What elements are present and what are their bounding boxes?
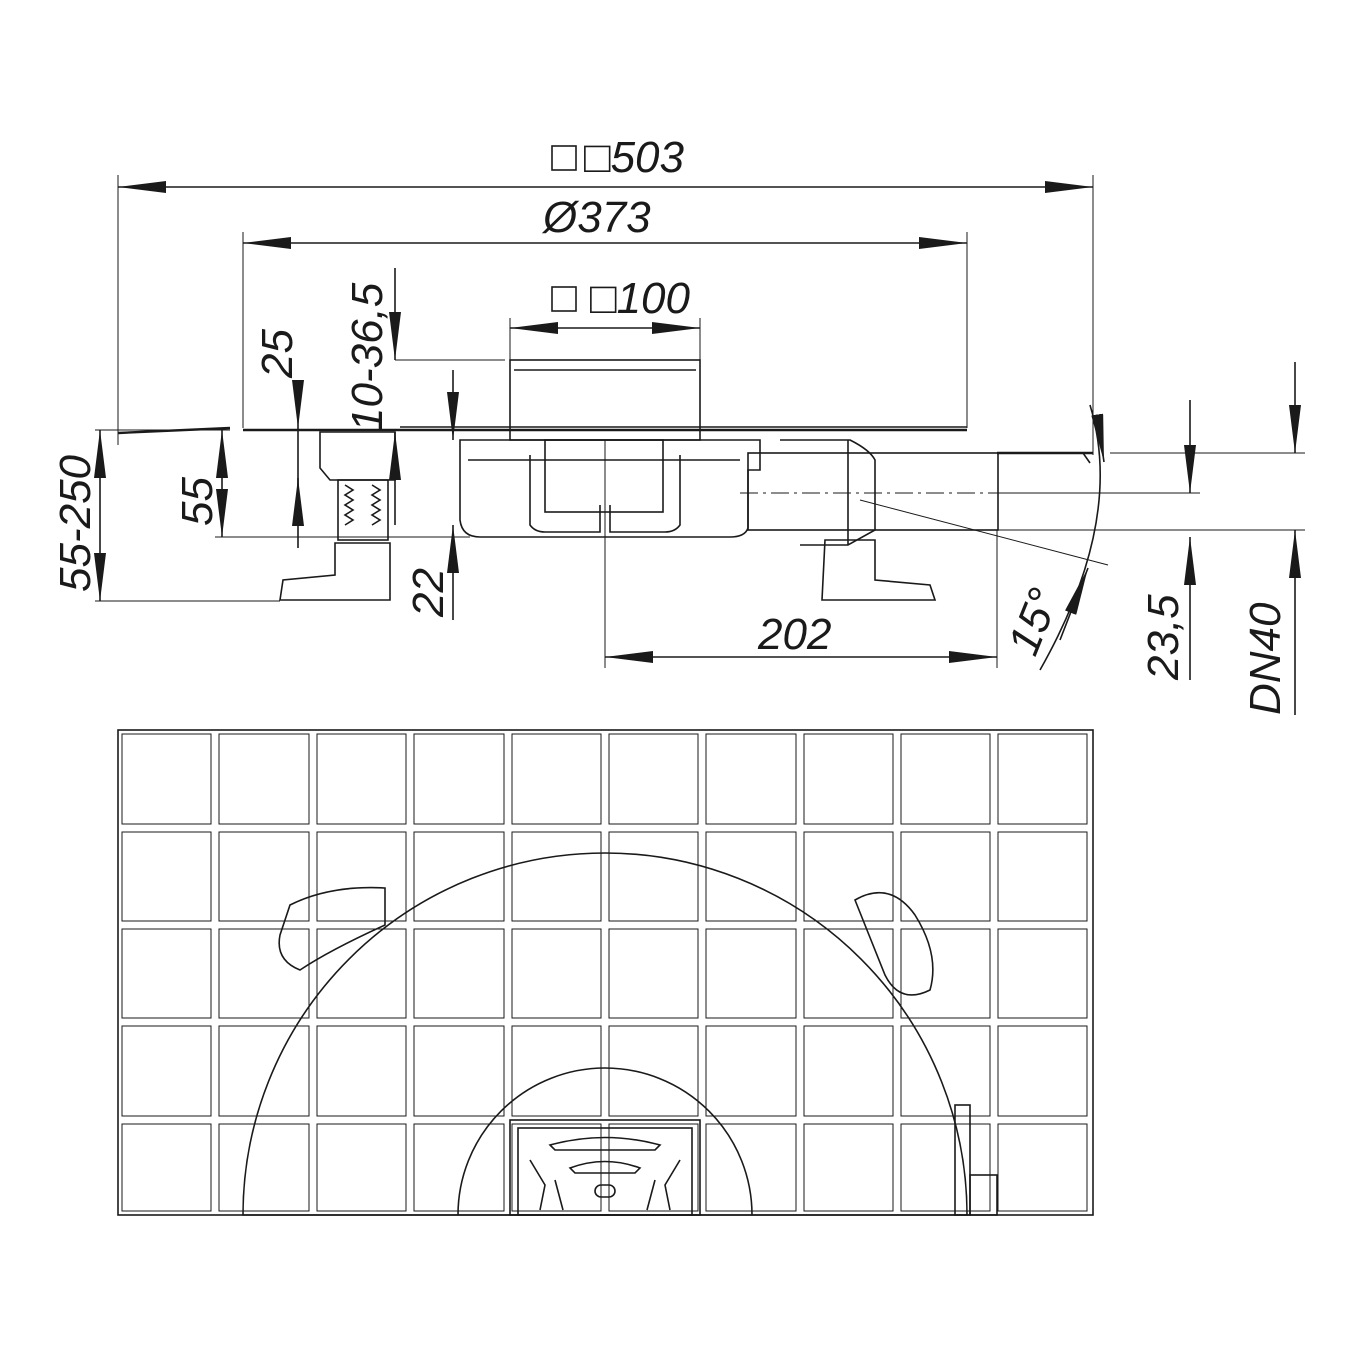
square-grate bbox=[509, 1119, 701, 1216]
tile bbox=[608, 1123, 699, 1212]
tile bbox=[705, 733, 797, 825]
tile bbox=[608, 831, 699, 922]
leveling-foot-left bbox=[279, 542, 391, 601]
tile bbox=[121, 831, 212, 922]
tile bbox=[511, 1025, 602, 1117]
dimension-202: 202 bbox=[604, 455, 998, 668]
dim-dn40-label: DN40 bbox=[1241, 602, 1290, 715]
dim-22-label: 22 bbox=[404, 568, 453, 618]
dimension-10-36-5: 10-36,5 bbox=[343, 268, 505, 525]
dimension-55: 55 bbox=[173, 430, 470, 538]
dim-373-label: Ø373 bbox=[541, 193, 651, 242]
tile bbox=[705, 831, 797, 922]
tile-grid-border bbox=[117, 729, 1094, 1216]
tile bbox=[997, 1123, 1088, 1212]
dimension-22: 22 bbox=[404, 370, 459, 620]
tile bbox=[900, 733, 991, 825]
dim-15-label: 15° bbox=[999, 582, 1069, 662]
tile bbox=[997, 1025, 1088, 1117]
tile bbox=[705, 928, 797, 1019]
tile bbox=[413, 1025, 505, 1117]
dim-503-label: □503 bbox=[584, 133, 685, 182]
tile bbox=[316, 1123, 407, 1212]
tile bbox=[413, 831, 505, 922]
tile bbox=[803, 928, 894, 1019]
dimension-25: 25 bbox=[253, 329, 304, 548]
dim-55-250-label: 55-250 bbox=[51, 454, 100, 592]
drain-side-view bbox=[117, 359, 1200, 601]
tile bbox=[803, 1025, 894, 1117]
tile bbox=[413, 733, 505, 825]
tile bbox=[218, 1123, 310, 1212]
inner-ring bbox=[457, 1067, 753, 1216]
tile bbox=[121, 1123, 212, 1212]
tile bbox=[900, 1025, 991, 1117]
tile bbox=[705, 1025, 797, 1117]
dimension-55-250: 55-250 bbox=[51, 429, 280, 602]
tile bbox=[316, 733, 407, 825]
tile bbox=[413, 928, 505, 1019]
tile bbox=[608, 928, 699, 1019]
dimension-373: Ø373 bbox=[242, 193, 968, 428]
tile bbox=[608, 733, 699, 825]
dimension-503: □503 bbox=[117, 133, 1094, 455]
grate-top bbox=[509, 359, 701, 441]
dim-23-5-label: 23,5 bbox=[1139, 594, 1188, 681]
tile bbox=[997, 733, 1088, 825]
tile bbox=[316, 831, 407, 922]
dim-25-label: 25 bbox=[253, 329, 302, 379]
tile bbox=[121, 733, 212, 825]
dim-100-label: □100 bbox=[590, 274, 691, 323]
outlet-pipe bbox=[747, 452, 999, 531]
tile bbox=[803, 733, 894, 825]
round-cover bbox=[242, 852, 968, 1216]
tile bbox=[803, 831, 894, 922]
tile bbox=[608, 1025, 699, 1117]
tile bbox=[121, 1025, 212, 1117]
dim-55-label: 55 bbox=[173, 477, 222, 526]
tile bbox=[218, 733, 310, 825]
tile bbox=[511, 831, 602, 922]
tile bbox=[997, 831, 1088, 922]
dimension-15-degree: 15° bbox=[859, 404, 1109, 671]
tile bbox=[705, 1123, 797, 1212]
dimension-dn40: DN40 bbox=[1241, 362, 1301, 715]
tile bbox=[316, 1025, 407, 1117]
tile bbox=[803, 1123, 894, 1212]
tile bbox=[900, 1123, 991, 1212]
tile bbox=[121, 928, 212, 1019]
tile bbox=[218, 928, 310, 1019]
tile bbox=[218, 1025, 310, 1117]
tile bbox=[511, 733, 602, 825]
dim-202-label: 202 bbox=[757, 610, 831, 659]
tile bbox=[997, 928, 1088, 1019]
foot-tab-right bbox=[853, 891, 934, 996]
tile bbox=[511, 1123, 602, 1212]
tile bbox=[900, 928, 991, 1019]
tile bbox=[218, 831, 310, 922]
tile bbox=[900, 831, 991, 922]
tile-grid bbox=[117, 729, 1094, 1216]
foot-tab-left bbox=[278, 886, 386, 971]
dim-10-36-5-label: 10-36,5 bbox=[343, 282, 392, 432]
leveling-foot-right bbox=[821, 539, 937, 601]
tile bbox=[316, 928, 407, 1019]
dimension-100: □100 bbox=[509, 274, 701, 360]
tile bbox=[511, 928, 602, 1019]
tile bbox=[413, 1123, 505, 1212]
plan-view bbox=[117, 729, 1094, 1216]
